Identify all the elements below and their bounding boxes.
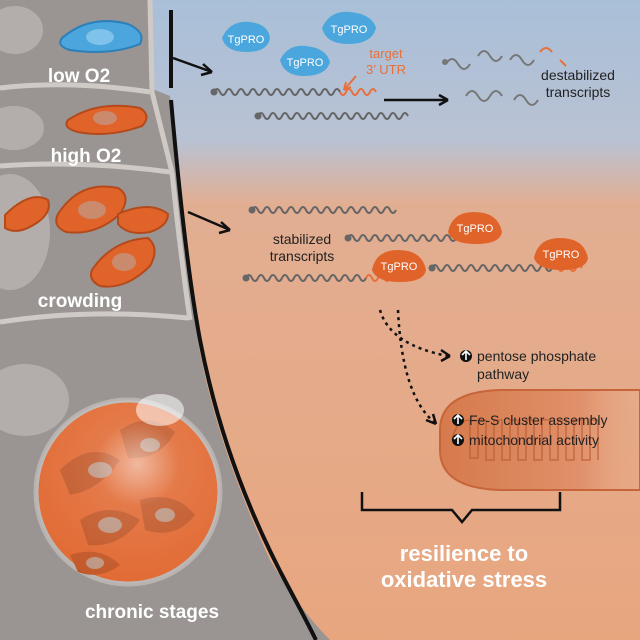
svg-text:TgPRO: TgPRO: [331, 24, 368, 36]
dotted-arrow-pentose: [378, 309, 449, 358]
svg-text:TgPRO: TgPRO: [228, 34, 265, 46]
tgpro-protein-blue: TgPRO: [222, 21, 270, 52]
tgpro-protein-blue: TgPRO: [280, 45, 330, 76]
target-utr-label-line2: 3’ UTR: [366, 62, 406, 77]
cell-divider: [0, 311, 189, 325]
stage-label-low-o2: low O2: [48, 66, 110, 87]
svg-text:TgPRO: TgPRO: [457, 223, 494, 235]
stabilized-label-line1: stabilized: [273, 231, 331, 247]
svg-text:TgPRO: TgPRO: [381, 261, 418, 273]
cell-divider: [0, 82, 151, 95]
cell-divider: [147, 0, 155, 93]
cell-divider: [0, 161, 171, 175]
tgpro-protein-orange: TgPRO: [534, 238, 588, 270]
tgpro-protein-blue: TgPRO: [322, 11, 376, 44]
pentose-label-line1: pentose phosphate: [477, 348, 596, 364]
destabilized-label-line2: transcripts: [546, 84, 611, 100]
cell-divider: [149, 91, 175, 173]
parasite-low-o2: [59, 20, 143, 53]
arrow-to-low-o2-panel: [172, 56, 213, 74]
resilience-label-line2: oxidative stress: [381, 567, 547, 592]
destabilized-label-line1: destabilized: [541, 67, 615, 83]
stage-label-chronic: chronic stages: [85, 602, 219, 623]
stage-label-crowding: crowding: [38, 291, 122, 312]
tissue-cyst: [33, 394, 223, 587]
pentose-label-line2: pathway: [477, 366, 529, 382]
host-nucleus: [0, 106, 44, 150]
mrna-transcript: [254, 112, 409, 120]
stabilized-label-line2: transcripts: [270, 248, 335, 264]
up-icon: [452, 433, 464, 446]
utr-pointer: [343, 75, 357, 91]
destabilized-fragments: [442, 47, 567, 106]
mito-label: mitochondrial activity: [469, 432, 599, 448]
dotted-arrow-mito: [396, 309, 435, 423]
stage-label-high-o2: high O2: [51, 146, 122, 167]
mitochondrion: [439, 389, 640, 491]
svg-text:TgPRO: TgPRO: [543, 249, 580, 261]
target-utr-label-line1: target: [369, 46, 403, 61]
cell-divider: [169, 171, 193, 321]
mrna-transcript: [248, 206, 397, 214]
summary-brace: [360, 492, 562, 524]
fes-label: Fe-S cluster assembly: [469, 412, 607, 428]
up-icon: [460, 349, 472, 362]
svg-text:TgPRO: TgPRO: [287, 57, 324, 69]
host-nucleus: [0, 6, 43, 54]
mrna-transcript: [210, 88, 377, 96]
tgpro-protein-orange: TgPRO: [372, 250, 426, 282]
host-nucleus: [0, 364, 69, 436]
bracket-stress: [169, 99, 318, 640]
parasite-high-o2: [65, 104, 148, 135]
tgpro-protein-orange: TgPRO: [448, 212, 502, 244]
arrow-to-stress-panel: [187, 210, 231, 232]
resilience-label-line1: resilience to: [400, 541, 528, 566]
up-icon: [452, 413, 464, 426]
parasites-crowding: [4, 185, 170, 288]
